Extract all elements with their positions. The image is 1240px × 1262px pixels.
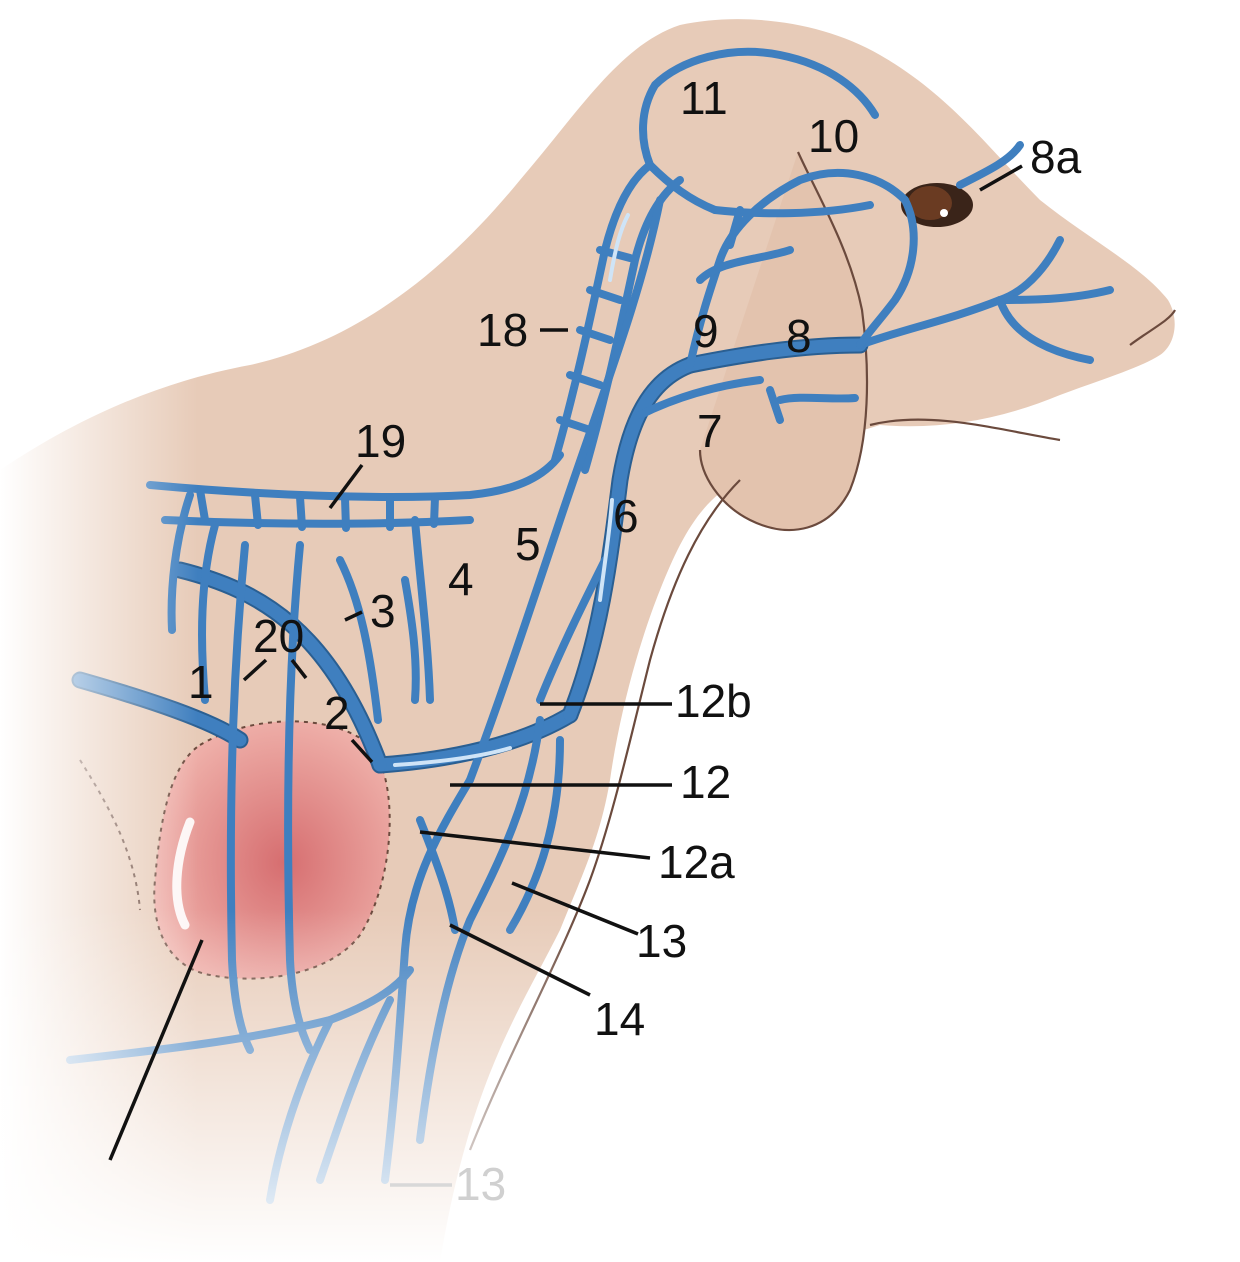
label-1: 1 (188, 656, 214, 708)
label-13-faint: 13 (455, 1158, 506, 1210)
label-13: 13 (636, 915, 687, 967)
label-14: 14 (594, 993, 645, 1045)
label-9: 9 (693, 305, 719, 357)
label-12a: 12a (658, 836, 735, 888)
label-5: 5 (515, 518, 541, 570)
label-11: 11 (680, 72, 728, 124)
label-8: 8 (786, 310, 812, 362)
label-19: 19 (355, 415, 406, 467)
label-6: 6 (613, 490, 639, 542)
label-18: 18 (477, 304, 528, 356)
label-4: 4 (448, 553, 474, 605)
label-12b: 12b (675, 675, 752, 727)
label-20: 20 (253, 610, 304, 662)
label-3: 3 (370, 585, 396, 637)
label-8a: 8a (1030, 131, 1082, 183)
label-12: 12 (680, 756, 731, 808)
label-2: 2 (324, 687, 350, 739)
label-7: 7 (697, 405, 723, 457)
label-10: 10 (808, 110, 859, 162)
